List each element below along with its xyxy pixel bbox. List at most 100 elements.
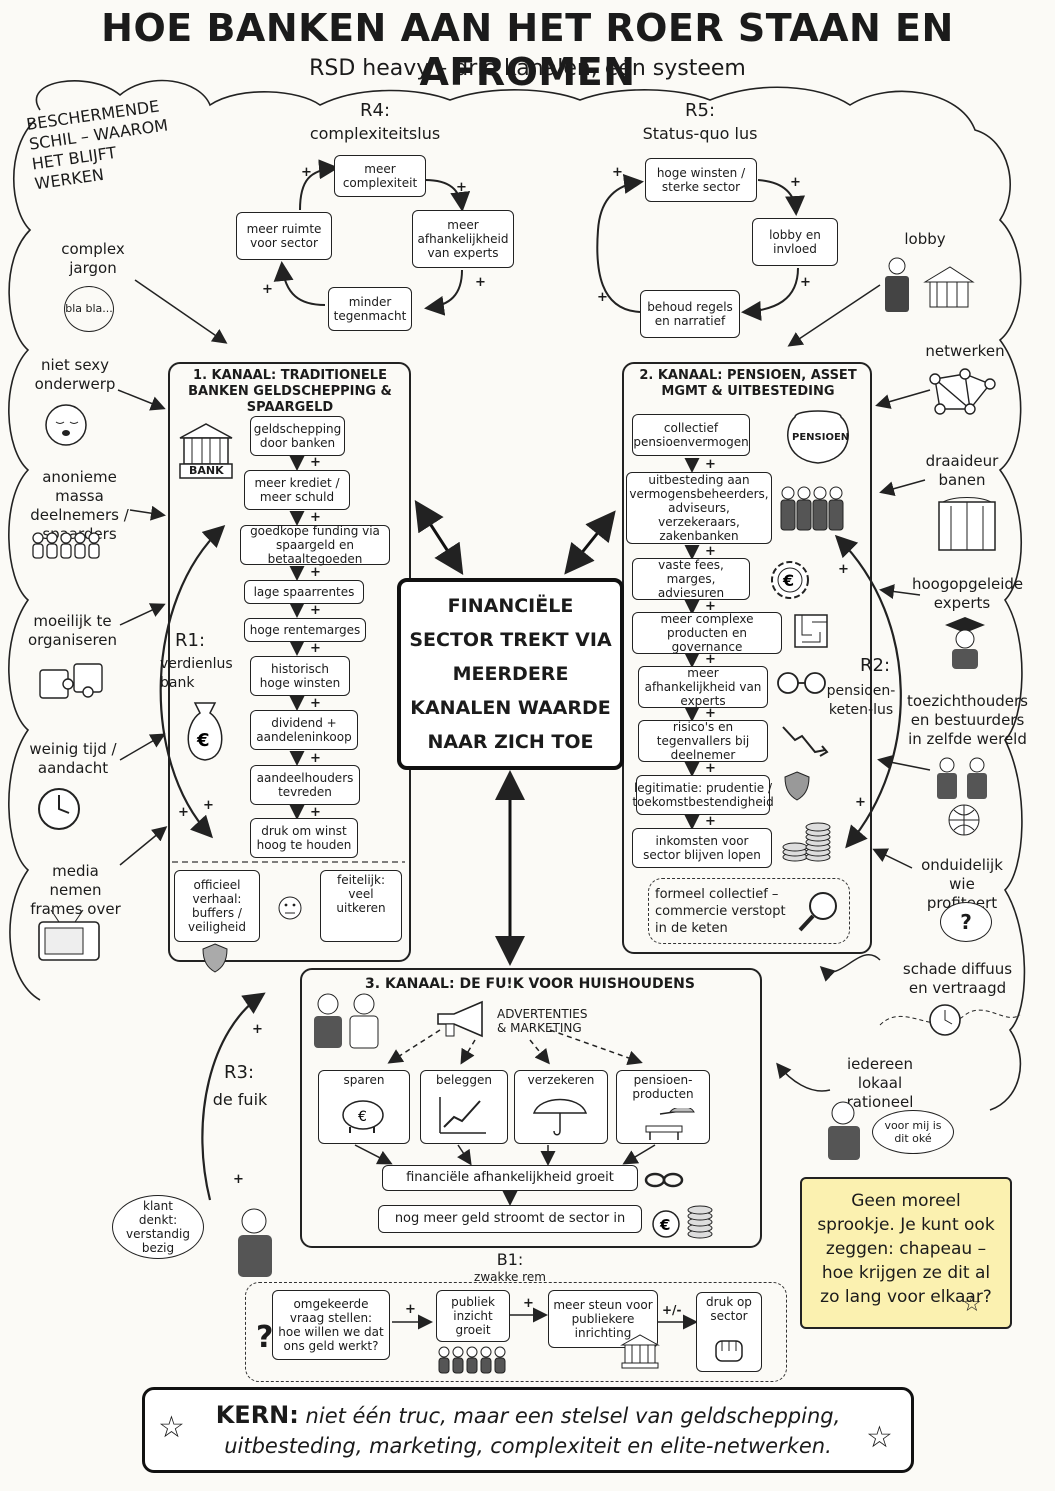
ch3-product-pensioen-label: pensioen- producten [632, 1073, 694, 1101]
r4-plus-3: + [475, 275, 486, 290]
r1-desc: verdienlus bank [160, 656, 233, 691]
r5-plus-1: + [612, 165, 623, 180]
shell-item-weinig-tijd: weinig tijd / aandacht [29, 740, 117, 777]
network-icon [929, 368, 996, 415]
money-bag-icon: € [187, 702, 223, 761]
shell-item-experts: hoogopgeleide experts [912, 575, 1024, 612]
ch1-factual-story: feitelijk: veel uitkeren [320, 870, 402, 942]
shield-icon [202, 943, 228, 973]
ch2-plus-4: + [705, 652, 716, 667]
pension-pot-label: PENSIOEN [792, 432, 850, 443]
r4-plus-2: + [456, 180, 467, 195]
r5-plus-4: + [597, 290, 608, 305]
svg-text:€: € [659, 1216, 670, 1234]
ch1-plus-3: + [310, 565, 321, 580]
advisors-group-icon [780, 486, 844, 531]
channel-2-title: 2. KANAAL: PENSIOEN, ASSET MGMT & UITBES… [639, 368, 857, 399]
crowd-icon [32, 532, 100, 559]
beach-bench-icon [645, 1108, 695, 1140]
tv-icon [38, 909, 100, 961]
channel-1-title: 1. KANAAL: TRADITIONELE BANKEN GELDSCHEP… [188, 368, 392, 415]
megaphone-icon [437, 1000, 483, 1038]
ch1-step-dividend: dividend + aandeleninkoop [250, 710, 358, 750]
ch2-plus-3: + [705, 599, 716, 614]
ch2-plus-2: + [705, 544, 716, 559]
coin-stacks-icon [782, 822, 831, 862]
bank-sign-text: BANK [189, 464, 224, 477]
officials-globe-icon [937, 757, 987, 836]
b1-box [245, 1282, 787, 1382]
question-mark-text: ? [960, 910, 972, 934]
r4-node-tegenmacht: minder tegenmacht [328, 287, 412, 331]
rising-chart-icon [439, 1097, 486, 1134]
speech-bubble-bla: bla bla... [64, 286, 114, 332]
ch2-plus-5: + [705, 706, 716, 721]
r5-plus-2: + [790, 175, 801, 190]
ch1-step-winsten: historisch hoge winsten [250, 656, 350, 696]
r4-plus-1: + [301, 165, 312, 180]
core-star-right-icon: ☆ [866, 1420, 893, 1455]
ch1-plus-2: + [310, 510, 321, 525]
r1-name: R1: [174, 630, 206, 651]
sleepy-face-icon [45, 404, 87, 446]
r1-plus-2: + [203, 798, 214, 813]
r3-thought-bubble: klant denkt: verstandig bezig [112, 1195, 204, 1259]
magnifier-icon [798, 892, 837, 932]
r5-desc: Status-quo lus [642, 124, 758, 143]
ch1-step-rentemarges: hoge rentemarges [244, 618, 366, 642]
revolving-door-icon [938, 497, 996, 551]
page-subtitle: RSD heavy – drie kanalen, één systeem [309, 56, 746, 81]
ch1-plus-1: + [310, 455, 321, 470]
b1-plus-1: + [405, 1302, 416, 1317]
r1-plus-1: + [178, 805, 189, 820]
customer-man-icon [238, 1208, 272, 1277]
puzzle-icon [39, 663, 103, 699]
speech-bla-text: bla bla... [65, 302, 113, 315]
ch3-product-sparen-label: sparen [343, 1073, 385, 1087]
note-star-icon: ☆ [962, 1292, 982, 1317]
shell-item-complex-jargon: complex jargon [61, 240, 125, 277]
svg-text:€: € [196, 730, 210, 751]
fist-icon [715, 1340, 743, 1362]
couple-icon [314, 993, 379, 1049]
r4-node-complexiteit: meer complexiteit [334, 155, 426, 197]
declining-chart-icon [782, 726, 829, 757]
b1-sign: +/- [662, 1303, 682, 1317]
shield-icon [784, 771, 810, 801]
euro-coins-icon: € [652, 1205, 713, 1239]
shell-item-lobby: lobby [904, 230, 946, 248]
core-star-left-icon: ☆ [158, 1410, 185, 1445]
note-text: Geen moreel sprookje. Je kunt ook zeggen… [817, 1191, 995, 1307]
ch1-step-krediet: meer krediet / meer schuld [244, 470, 350, 510]
r2-plus-2: + [855, 795, 866, 810]
ch1-plus-6: + [310, 696, 321, 711]
b1-name: B1: [496, 1250, 524, 1269]
pension-pot-icon [787, 410, 849, 464]
ch2-hidden-commerce-box [648, 878, 850, 944]
r3-thought-text: klant denkt: verstandig bezig [126, 1199, 190, 1255]
svg-text:€: € [782, 571, 794, 590]
ch3-ads-label: ADVERTENTIES & MARKETING [497, 1007, 588, 1035]
channel-3-title: 3. KANAAL: DE FU!K VOOR HUISHOUDENS [365, 976, 695, 992]
page-title: HOE BANKEN AAN HET ROER STAAN EN AFROMEN [101, 6, 954, 94]
ch1-plus-4: + [310, 603, 321, 618]
thinking-man-icon [828, 1101, 860, 1160]
channel-3-box [300, 968, 762, 1248]
shell-item-niet-sexy: niet sexy onderwerp [34, 356, 116, 393]
b1-step-inzicht: publiek inzicht groeit [436, 1290, 510, 1342]
b1-question-mark: ? [256, 1320, 274, 1355]
r4-node-ruimte: meer ruimte voor sector [236, 212, 332, 260]
r5-name: R5: [684, 100, 716, 121]
r5-node-lobby: lobby en invloed [752, 218, 838, 266]
r4-plus-4: + [262, 282, 273, 297]
ch1-step-geldschepping: geldschepping door banken [250, 416, 345, 456]
ch2-step-fees: vaste fees, marges, adviesuren [632, 558, 750, 600]
ch2-step-legitimatie: legitimatie: prudentie / toekomstbestend… [632, 775, 774, 815]
ch1-step-aandeelhouders: aandeelhouders tevreden [250, 765, 360, 805]
r4-node-afhankelijkheid: meer afhankelijkheid van experts [412, 210, 514, 268]
r5-node-behoud: behoud regels en narratief [640, 290, 740, 338]
ch3-flow-afhankelijkheid: financiële afhankelijkheid groeit [382, 1165, 638, 1191]
r5-node-winsten: hoge winsten / sterke sector [645, 158, 757, 202]
protective-shell-cloud [8, 79, 1026, 1111]
umbrella-icon [532, 1098, 588, 1136]
